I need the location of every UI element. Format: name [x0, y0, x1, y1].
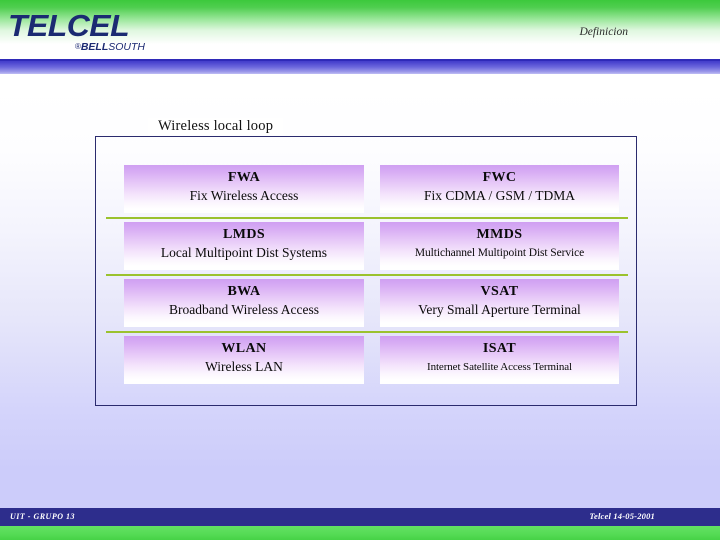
footer-bar: [0, 508, 720, 526]
logo-bell-light: SOUTH: [108, 41, 145, 53]
definition-row: LMDS Local Multipoint Dist Systems MMDS …: [95, 222, 637, 279]
definition-card-mmds[interactable]: MMDS Multichannel Multipoint Dist Servic…: [380, 222, 619, 270]
definition-full: Multichannel Multipoint Dist Service: [414, 247, 585, 259]
definition-card-wlan[interactable]: WLAN Wireless LAN: [124, 336, 364, 384]
definition-card-fwc[interactable]: FWC Fix CDMA / GSM / TDMA: [380, 165, 619, 213]
definition-full: Internet Satellite Access Terminal: [427, 361, 572, 373]
definition-full: Very Small Aperture Terminal: [418, 302, 581, 317]
definition-full: Broadband Wireless Access: [169, 302, 319, 317]
row-separator: [106, 274, 628, 276]
definition-card-bwa[interactable]: BWA Broadband Wireless Access: [124, 279, 364, 327]
definition-row: WLAN Wireless LAN ISAT Internet Satellit…: [95, 336, 637, 393]
definition-row: BWA Broadband Wireless Access VSAT Very …: [95, 279, 637, 336]
footer-green-band: [0, 526, 720, 540]
logo-wordmark: TELCEL: [8, 8, 130, 43]
definition-abbr: BWA: [227, 284, 261, 299]
header-blue-band: [0, 59, 720, 74]
definition-abbr: MMDS: [476, 227, 523, 242]
definition-card-fwa[interactable]: FWA Fix Wireless Access: [124, 165, 364, 213]
definition-full: Fix Wireless Access: [189, 188, 299, 203]
row-separator: [106, 217, 628, 219]
panel-legend: Wireless local loop: [148, 118, 284, 135]
definition-full: Fix CDMA / GSM / TDMA: [424, 188, 575, 203]
telcel-logo: TELCEL ®BELLSOUTH: [8, 10, 148, 55]
definition-card-isat[interactable]: ISAT Internet Satellite Access Terminal: [380, 336, 619, 384]
wireless-local-loop-panel: [95, 136, 637, 406]
definition-full: Local Multipoint Dist Systems: [160, 245, 328, 260]
definition-abbr: ISAT: [482, 341, 517, 356]
row-separator: [106, 331, 628, 333]
slide-header: TELCEL ®BELLSOUTH Definicion: [0, 0, 720, 76]
header-green-gradient: [0, 0, 720, 46]
definition-row: FWA Fix Wireless Access FWC Fix CDMA / G…: [95, 165, 637, 222]
definition-abbr: FWC: [482, 170, 517, 185]
registered-mark-icon: ®: [74, 42, 81, 51]
logo-bellsouth: ®BELLSOUTH: [75, 41, 145, 53]
definition-card-lmds[interactable]: LMDS Local Multipoint Dist Systems: [124, 222, 364, 270]
definition-abbr: FWA: [227, 170, 261, 185]
logo-bell-bold: BELL: [80, 41, 109, 53]
footer-right-text: Telcel 14-05-2001: [589, 511, 655, 521]
definition-abbr: VSAT: [480, 284, 519, 299]
definition-rows: FWA Fix Wireless Access FWC Fix CDMA / G…: [95, 136, 637, 406]
definition-abbr: WLAN: [221, 341, 267, 356]
definition-abbr: LMDS: [222, 227, 266, 242]
footer-left-text: UIT - GRUPO 13: [10, 512, 75, 521]
definition-full: Wireless LAN: [205, 359, 283, 374]
section-title: Definicion: [579, 26, 628, 38]
panel-legend-text: Wireless local loop: [158, 118, 274, 134]
definition-card-vsat[interactable]: VSAT Very Small Aperture Terminal: [380, 279, 619, 327]
